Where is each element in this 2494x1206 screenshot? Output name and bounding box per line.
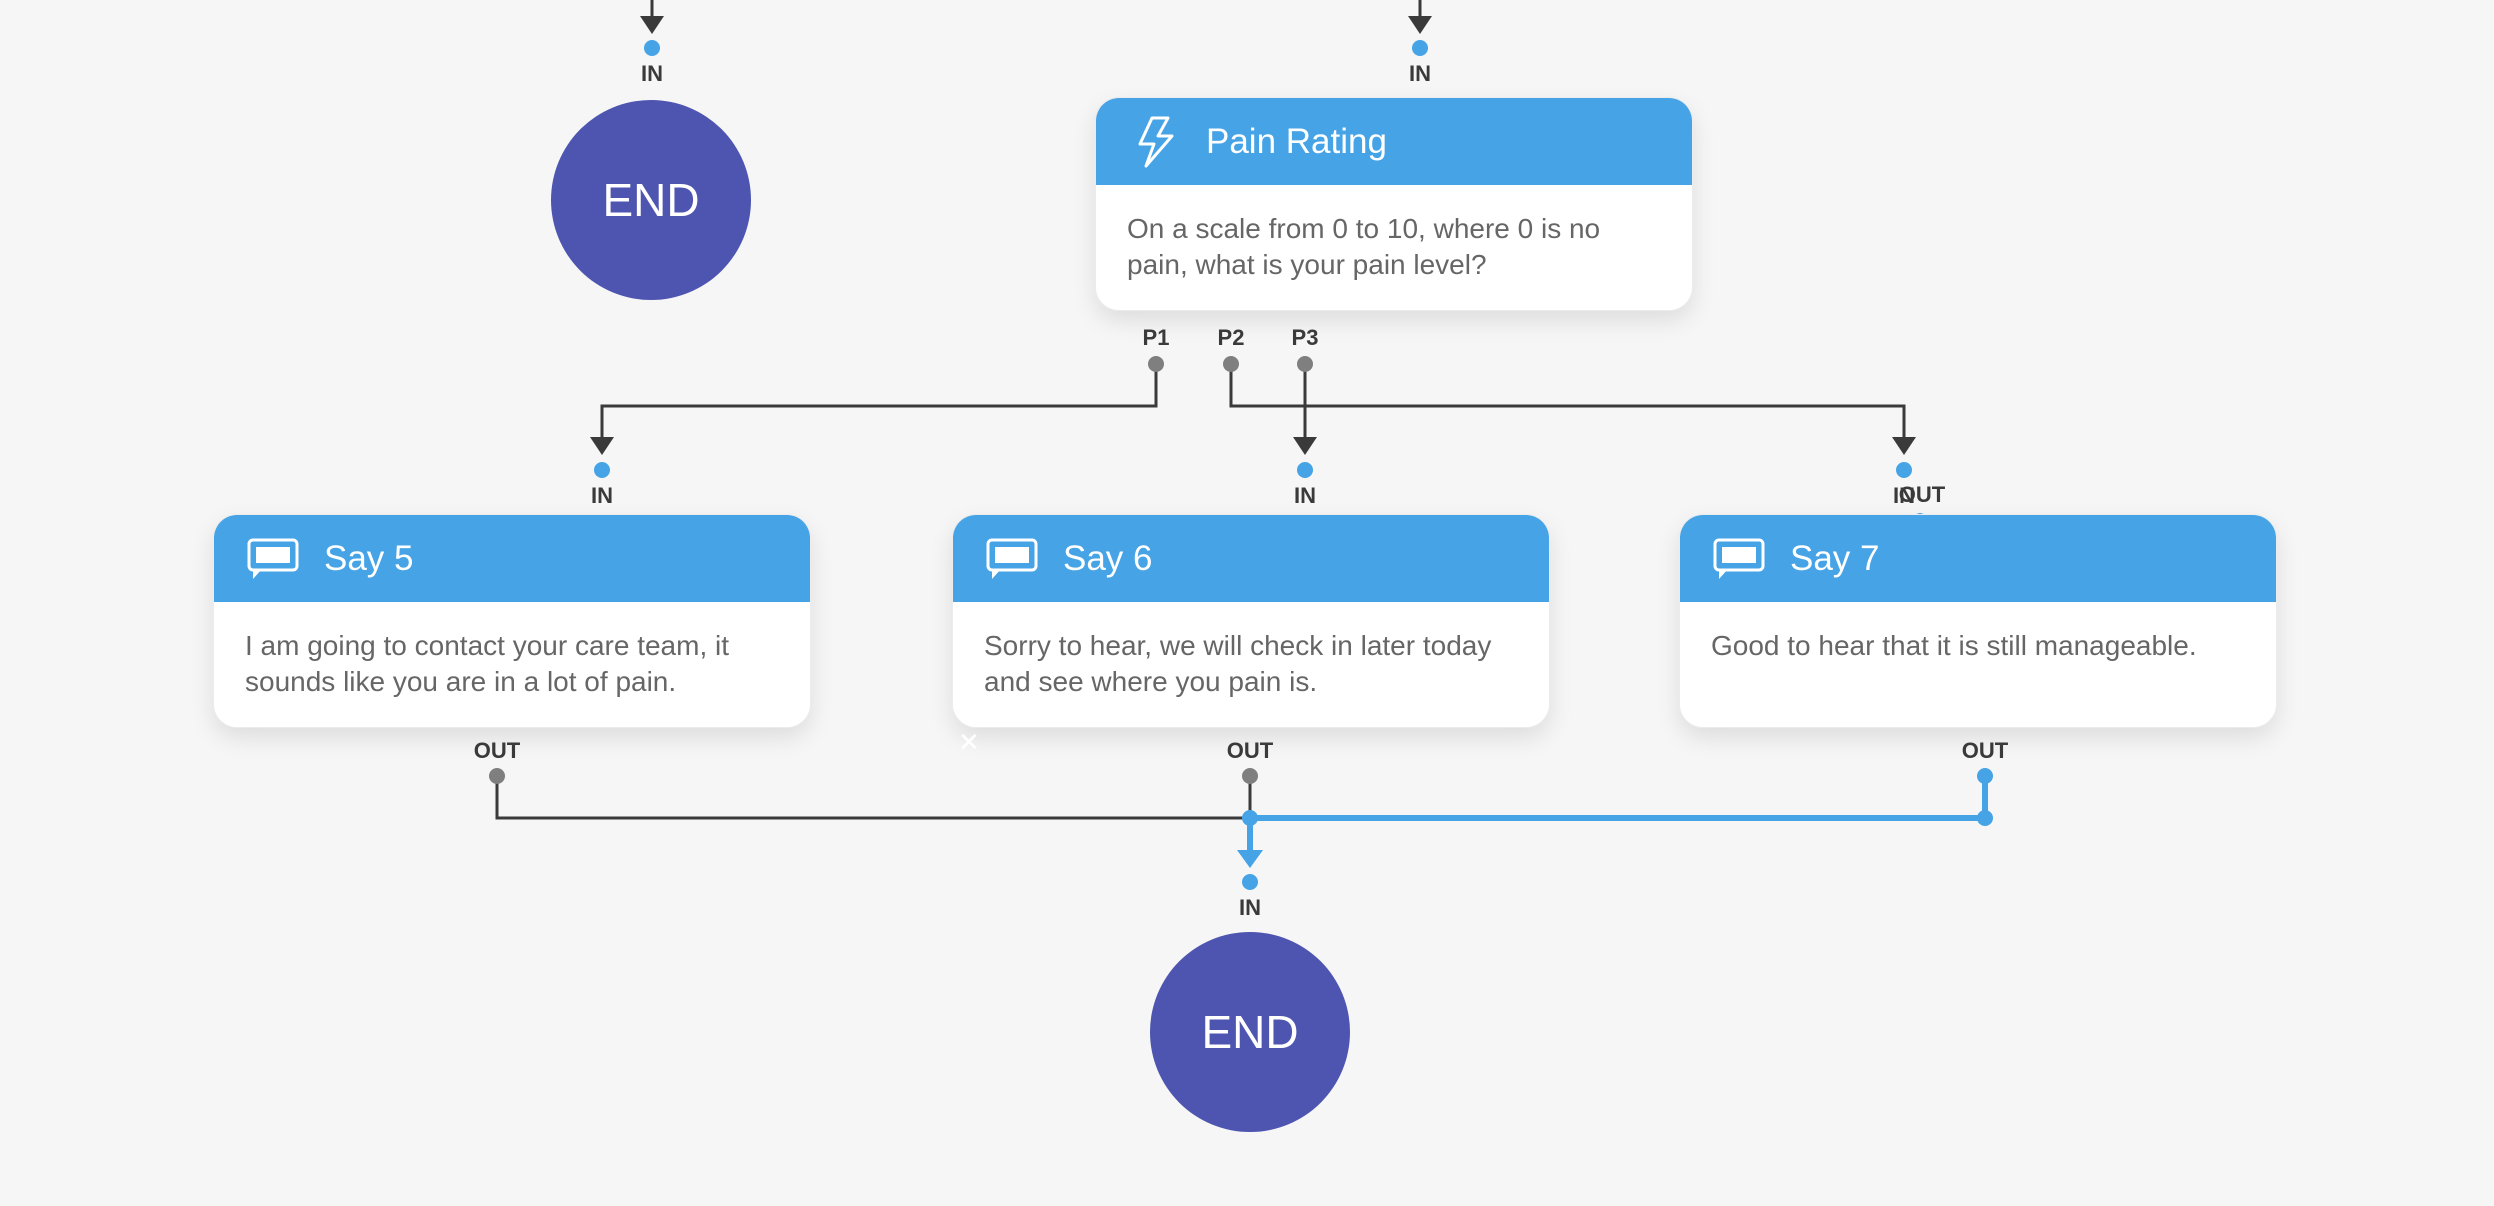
say6-node[interactable]: Say 6 Sorry to hear, we will check in la… (952, 514, 1550, 728)
end-node-label: END (602, 174, 700, 226)
pain-rating-node[interactable]: Pain Rating On a scale from 0 to 10, whe… (1095, 97, 1693, 311)
node-body-text: Good to hear that it is still manageable… (1711, 630, 2197, 661)
in-port-dot[interactable] (1297, 462, 1313, 478)
node-header[interactable]: Say 6 (953, 515, 1549, 602)
in-port-label: IN (591, 483, 613, 508)
out-port-label: OUT (1226, 738, 1274, 763)
out-port-label: OUT (1898, 482, 1946, 507)
speech-bubble-icon (246, 536, 300, 582)
node-title: Say 6 (1063, 538, 1153, 578)
p2-port-label: P2 (1217, 325, 1245, 350)
end-node[interactable]: END (1150, 932, 1350, 1132)
say5-node[interactable]: Say 5 I am going to contact your care te… (213, 514, 811, 728)
node-body-text: Sorry to hear, we will check in later to… (984, 630, 1492, 697)
node-title: Say 7 (1790, 538, 1880, 578)
arrow-say5-in (590, 437, 614, 455)
out-port-label: OUT (473, 738, 521, 763)
delete-wire-icon[interactable]: ✕ (958, 727, 980, 757)
wire-corner-dot (1977, 810, 1993, 826)
node-title: Pain Rating (1206, 121, 1387, 161)
node-body-text: On a scale from 0 to 10, where 0 is no p… (1127, 213, 1601, 280)
in-port-dot[interactable] (1896, 462, 1912, 478)
in-port-label: IN (1294, 483, 1316, 508)
in-port-dot[interactable] (644, 40, 660, 56)
wire-junction-dot (1242, 810, 1258, 826)
node-header[interactable]: Pain Rating (1096, 98, 1692, 185)
node-header[interactable]: Say 7 (1680, 515, 2276, 602)
lightning-icon (1128, 116, 1182, 167)
node-body-text: I am going to contact your care team, it… (245, 630, 730, 697)
p2-port-dot[interactable] (1223, 356, 1239, 372)
node-title: Say 5 (324, 538, 414, 578)
in-port-label: IN (1893, 483, 1915, 508)
end-node-label: END (1201, 1006, 1299, 1058)
arrow-end-in (1237, 850, 1263, 868)
p3-port-dot[interactable] (1297, 356, 1313, 372)
out-port-dot[interactable] (1242, 768, 1258, 784)
wire-p2-say7 (1229, 365, 1906, 438)
wire-say5-end (495, 777, 1250, 820)
p3-port-label: P3 (1291, 325, 1319, 350)
node-header[interactable]: Say 5 (214, 515, 810, 602)
end-node[interactable]: END (551, 100, 751, 300)
out-port-dot[interactable] (489, 768, 505, 784)
in-port-label: IN (641, 61, 663, 86)
p1-port-label: P1 (1142, 325, 1170, 350)
arrow-top-left (640, 16, 664, 34)
out-port-label: OUT (1961, 738, 2009, 763)
p1-port-dot[interactable] (1148, 356, 1164, 372)
in-port-dot[interactable] (1242, 874, 1258, 890)
in-port-label: IN (1409, 61, 1431, 86)
arrow-say6-in (1293, 437, 1317, 455)
speech-bubble-icon (1712, 536, 1766, 582)
in-port-dot[interactable] (594, 462, 610, 478)
arrow-say7-in (1892, 437, 1916, 455)
arrow-top-right (1408, 16, 1432, 34)
speech-bubble-icon (985, 536, 1039, 582)
in-port-dot[interactable] (1412, 40, 1428, 56)
wire-say7-end-active (1247, 777, 1988, 852)
in-port-label: IN (1239, 895, 1261, 920)
say7-node[interactable]: Say 7 Good to hear that it is still mana… (1679, 514, 2277, 728)
out-port-dot[interactable] (1977, 768, 1993, 784)
wire-p1-say5 (600, 365, 1158, 438)
